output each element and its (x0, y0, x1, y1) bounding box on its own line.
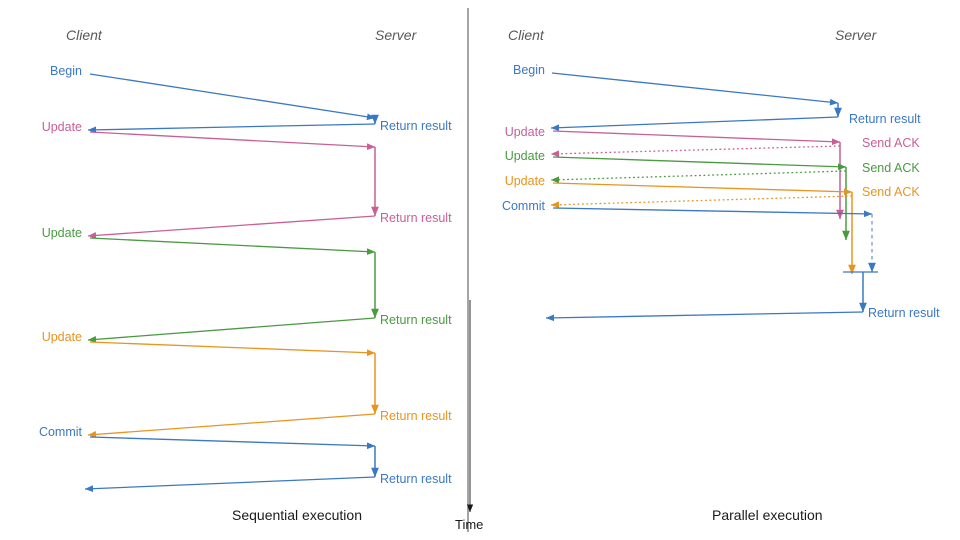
message-begin-return (550, 116, 839, 132)
panel-caption: Parallel execution (712, 507, 823, 523)
client-message-label: Update (41, 330, 82, 344)
server-message-label: Return result (868, 306, 940, 320)
client-message-label: Begin (513, 63, 545, 77)
message-update3-return (87, 413, 376, 438)
client-message-label: Commit (501, 199, 545, 213)
server-message-label: Return result (380, 119, 452, 133)
message-commit-request (89, 436, 376, 450)
client-message-label: Update (504, 125, 545, 139)
server-message-label: Send ACK (862, 161, 920, 175)
client-message-label: Begin (50, 64, 82, 78)
message-update3-ack (550, 195, 853, 209)
server-message-label: Return result (380, 472, 452, 486)
message-update3-request (89, 341, 376, 357)
message-update1-request (552, 130, 841, 146)
message-begin-return (87, 123, 376, 134)
client-message-label: Update (41, 120, 82, 134)
server-message-label: Return result (380, 409, 452, 423)
message-update2-ack (550, 170, 847, 184)
message-begin-request (89, 73, 376, 121)
client-message-label: Update (41, 226, 82, 240)
server-message-label: Return result (849, 112, 921, 126)
panel-caption: Sequential execution (232, 507, 362, 523)
server-message-label: Send ACK (862, 185, 920, 199)
server-message-label: Return result (380, 313, 452, 327)
message-commit-request (552, 207, 873, 218)
message-update1-ack (550, 145, 841, 158)
message-update2-request (552, 156, 847, 171)
client-message-label: Update (504, 174, 545, 188)
server-message-label: Return result (380, 211, 452, 225)
message-begin-request (551, 72, 839, 106)
server-lifeline-header: Server (835, 27, 877, 43)
message-commit-return (84, 476, 376, 493)
message-update1-return (87, 215, 376, 239)
client-lifeline-header: Client (508, 27, 544, 43)
client-lifeline-header: Client (66, 27, 102, 43)
server-message-label: Send ACK (862, 136, 920, 150)
message-commit-return (545, 311, 864, 322)
message-update2-request (89, 237, 376, 255)
time-axis-label: Time (455, 517, 484, 532)
client-message-label: Update (504, 149, 545, 163)
client-message-label: Commit (38, 425, 82, 439)
message-update3-request (552, 182, 853, 196)
server-lifeline-header: Server (375, 27, 417, 43)
message-update2-return (87, 317, 376, 343)
message-update1-request (89, 131, 376, 150)
